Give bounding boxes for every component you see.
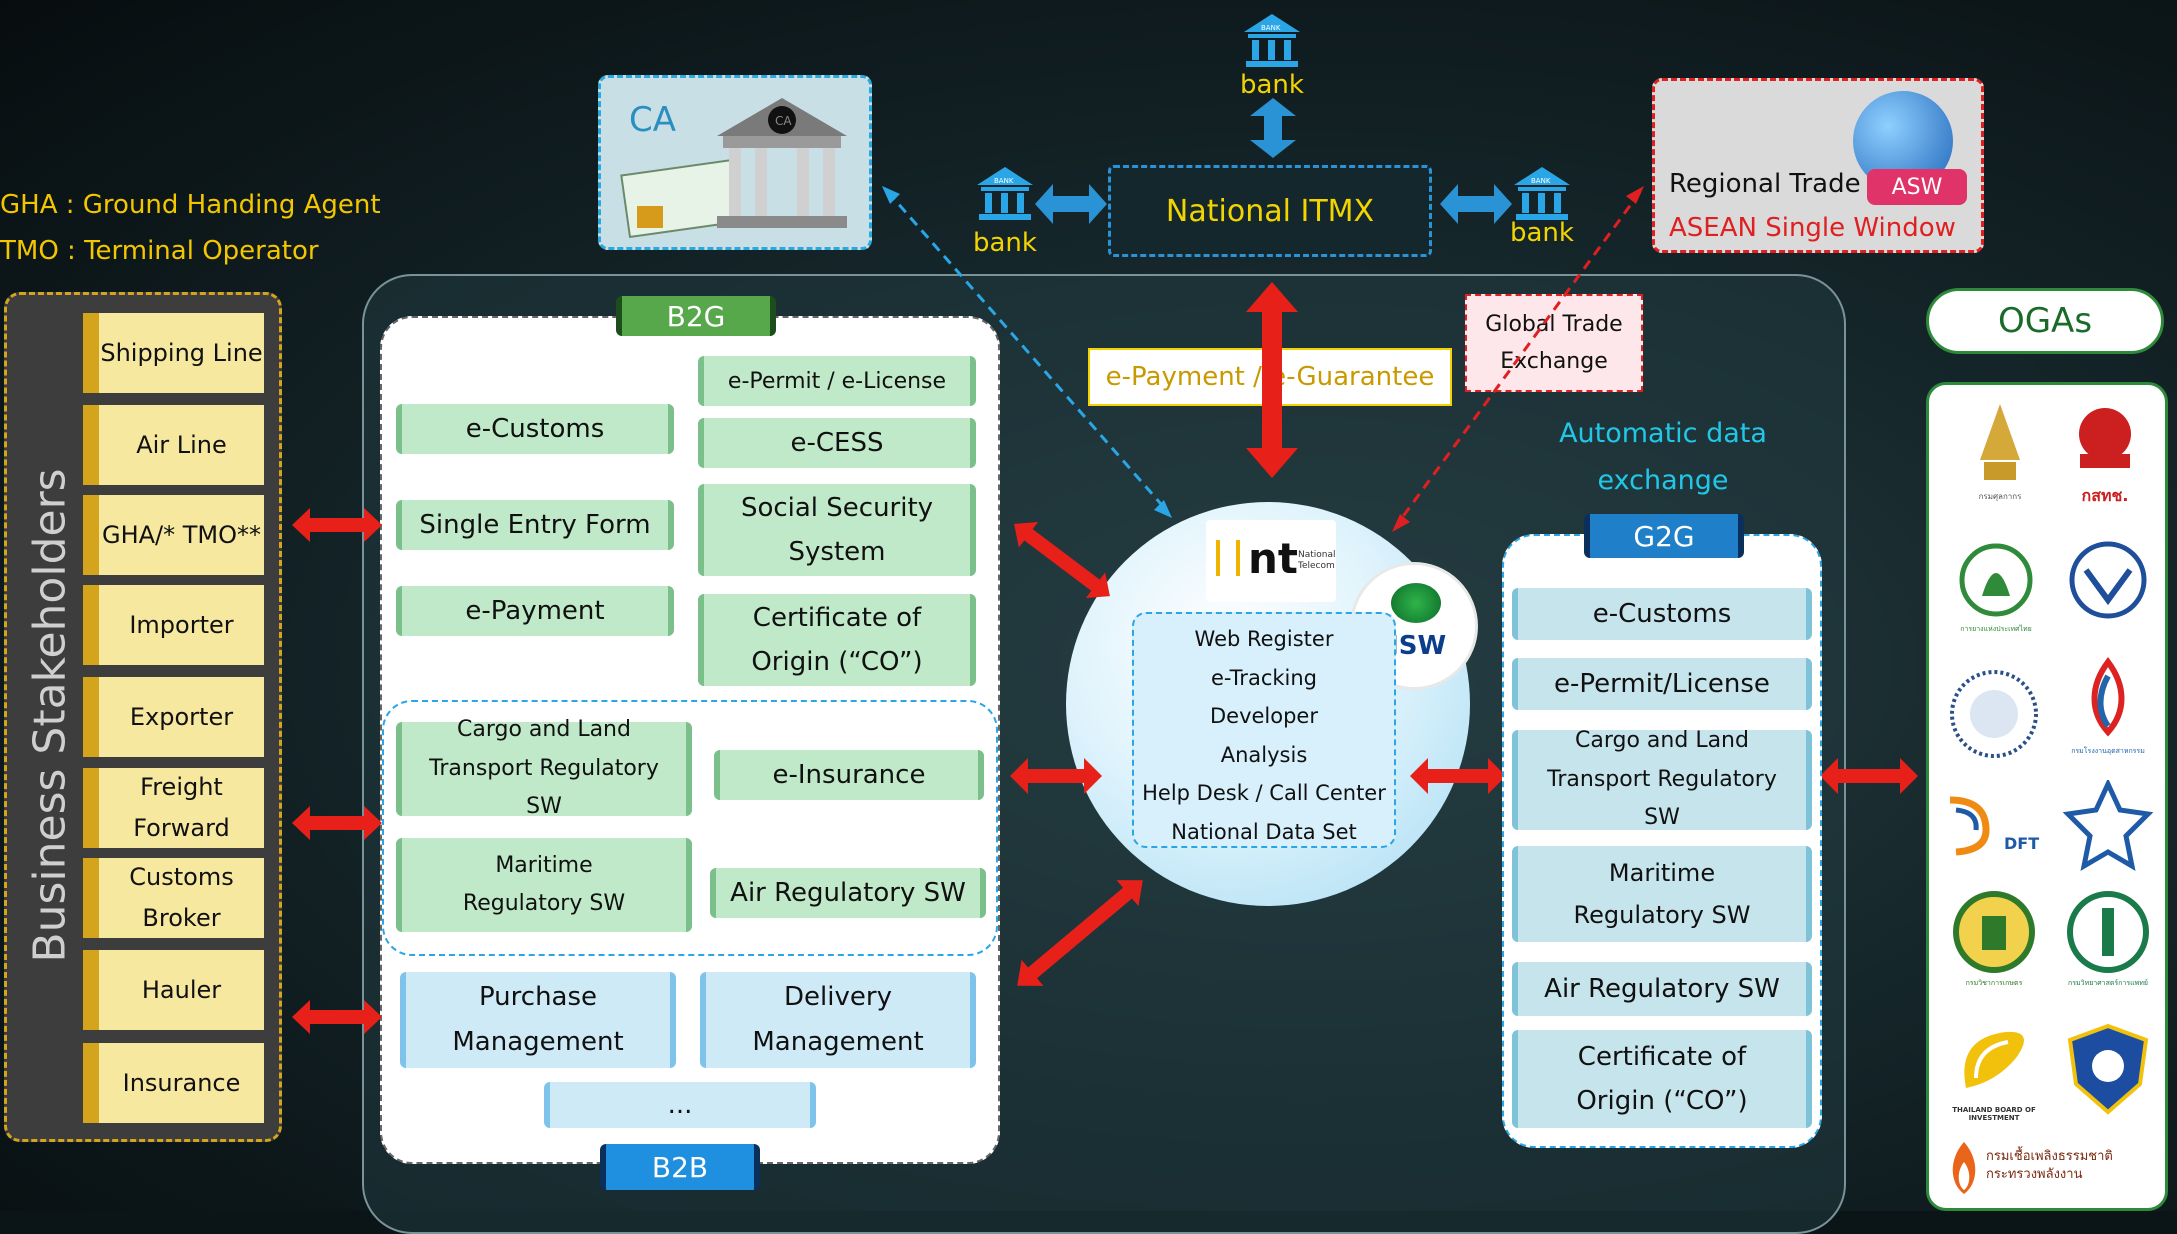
stakeholder-insurance: Insurance [83, 1043, 264, 1123]
arrow-bank-itmx-vertical [1250, 98, 1296, 158]
stakeholder-air-line: Air Line [83, 405, 264, 485]
stakeholder-customs-broker: Customs Broker [83, 858, 264, 938]
ogas-logo-excise [2060, 778, 2156, 880]
arrow-b2g-nsw-mid [1010, 758, 1102, 794]
service-developer: Developer [1209, 704, 1318, 728]
b2g-cargo-land-transport-sw: Cargo and Land Transport Regulatory SW [396, 717, 692, 819]
national-itmx-box: National ITMX [1108, 165, 1432, 257]
service-e-tracking: e-Tracking [1211, 665, 1317, 690]
arrow-nsw-g2g [1410, 758, 1506, 794]
asw-badge: ASW [1867, 169, 1967, 205]
b2b-purchase-management: Purchase Management [400, 972, 676, 1068]
ogas-logo-dft: DFT [1946, 790, 2046, 860]
svg-text:BANK: BANK [1531, 177, 1551, 185]
arrow-bank-itmx-left [1035, 184, 1107, 224]
ca-building-icon: CA [620, 98, 847, 239]
ogas-title: OGAs [1926, 288, 2164, 354]
g2g-tag: G2G [1584, 514, 1744, 558]
b2g-maritime-regulatory-sw: Maritime Regulatory SW [396, 838, 692, 932]
ogas-logo-seal [1946, 666, 2042, 762]
arrow-bank-itmx-right [1440, 184, 1512, 224]
b2g-air-regulatory-sw: Air Regulatory SW [710, 868, 986, 918]
stakeholders-title: Business Stakeholders [24, 467, 76, 963]
service-web-register: Web Register [1194, 627, 1334, 651]
ogas-logo-boi: THAILAND BOARD OF INVESTMENT [1946, 1018, 2042, 1128]
nt-logo: nt National Telecom [1206, 520, 1336, 602]
global-trade-exchange-box: Global Trade Exchange [1465, 294, 1643, 392]
ogas-logo-rubber-authority: การยางแห่งประเทศไทย [1948, 540, 2044, 640]
stakeholder-importer: Importer [83, 585, 264, 665]
stakeholder-freight-forward: Freight Forward [83, 768, 264, 848]
nsw-globe-icon [1391, 583, 1441, 623]
b2b-more: ... [544, 1082, 816, 1128]
service-analysis: Analysis [1220, 742, 1308, 767]
bank-label-top: bank [1240, 70, 1304, 100]
arrow-stakeholder-2 [292, 806, 382, 840]
bank-icon: BANK [1244, 14, 1300, 67]
ogas-logo-blue-emblem [2060, 540, 2156, 640]
service-national-data-set: National Data Set [1171, 819, 1357, 844]
arrow-stakeholder-1 [292, 508, 382, 542]
bank-icon-right: BANK [1514, 167, 1570, 220]
arrow-g2g-ogas [1820, 758, 1918, 794]
b2g-e-payment: e-Payment [396, 586, 674, 636]
arrow-itmx-nsw [1246, 282, 1298, 478]
ogas-logo-customs: กรมศุลกากร [1958, 400, 2042, 510]
b2g-certificate-of-origin: Certificate of Origin (“CO”) [698, 594, 976, 686]
ogas-logo-shield [2060, 1020, 2156, 1120]
bank-label-left: bank [973, 228, 1037, 258]
asw-label: ASEAN Single Window [1669, 213, 1956, 243]
b2g-e-customs: e-Customs [396, 404, 674, 454]
service-help-desk: Help Desk / Call Center [1142, 781, 1386, 805]
bank-icon-left: BANK [977, 167, 1033, 220]
ogas-logo-industrial-works: กรมโรงงานอุตสาหกรรม [2060, 656, 2156, 766]
automatic-data-exchange-label: Automatic data exchange [1559, 418, 1767, 497]
g2g-air-regulatory-sw: Air Regulatory SW [1512, 962, 1812, 1016]
ogas-logo-agriculture: กรมวิชาการเกษตร [1946, 890, 2042, 990]
svg-text:CA: CA [775, 114, 792, 128]
ca-box: CA CA [598, 75, 872, 250]
g2g-cargo-land-transport-sw: Cargo and Land Transport Regulatory SW [1512, 728, 1812, 830]
g2g-e-customs: e-Customs [1512, 588, 1812, 640]
svg-text:BANK: BANK [1261, 24, 1281, 32]
g2g-certificate-of-origin: Certificate of Origin (“CO”) [1512, 1030, 1812, 1128]
legend-tmo: TMO : Terminal Operator [0, 236, 319, 266]
ogas-logo-medical-sciences: กรมวิทยาศาสตร์การแพทย์ [2058, 890, 2158, 1000]
b2g-e-insurance: e-Insurance [714, 750, 984, 800]
stakeholder-shipping-line: Shipping Line [83, 313, 264, 393]
g2g-e-permit-license: e-Permit/License [1512, 658, 1812, 710]
arrow-b2g-nsw-top [1014, 521, 1110, 599]
asw-regional-trade: Regional Trade [1669, 169, 1861, 199]
stakeholder-exporter: Exporter [83, 677, 264, 757]
g2g-maritime-regulatory-sw: Maritime Regulatory SW [1512, 846, 1812, 942]
b2g-tag: B2G [616, 296, 776, 336]
nt-mark-icon [1216, 540, 1240, 576]
legend-gha: GHA : Ground Handing Agent [0, 190, 381, 220]
ca-label: CA [629, 100, 676, 140]
arrow-b2b-nsw [1017, 880, 1143, 986]
regulatory-sw-group [382, 700, 998, 956]
arrow-stakeholder-3 [292, 1000, 382, 1034]
ogas-logo-energy: กรมเชื้อเพลิงธรรมชาติ กระทรวงพลังงาน [1944, 1140, 2158, 1200]
b2g-social-security-system: Social Security System [698, 484, 976, 576]
asw-box: Regional Trade ASEAN Single Window ASW [1652, 78, 1984, 253]
svg-text:BANK: BANK [994, 177, 1014, 185]
stakeholder-gha-tmo: GHA/* TMO** [83, 495, 264, 575]
b2g-e-permit-license: e-Permit / e-License [698, 356, 976, 406]
nsw-services-box: Web Register e-Tracking Developer Analys… [1132, 612, 1396, 848]
b2g-single-entry-form: Single Entry Form [396, 500, 674, 550]
stakeholder-hauler: Hauler [83, 950, 264, 1030]
b2b-tag: B2B [600, 1144, 760, 1190]
ogas-logo-nbtc: กสทช. [2060, 400, 2150, 510]
b2g-e-cess: e-CESS [698, 418, 976, 468]
b2b-delivery-management: Delivery Management [700, 972, 976, 1068]
bank-label-right: bank [1510, 218, 1574, 248]
